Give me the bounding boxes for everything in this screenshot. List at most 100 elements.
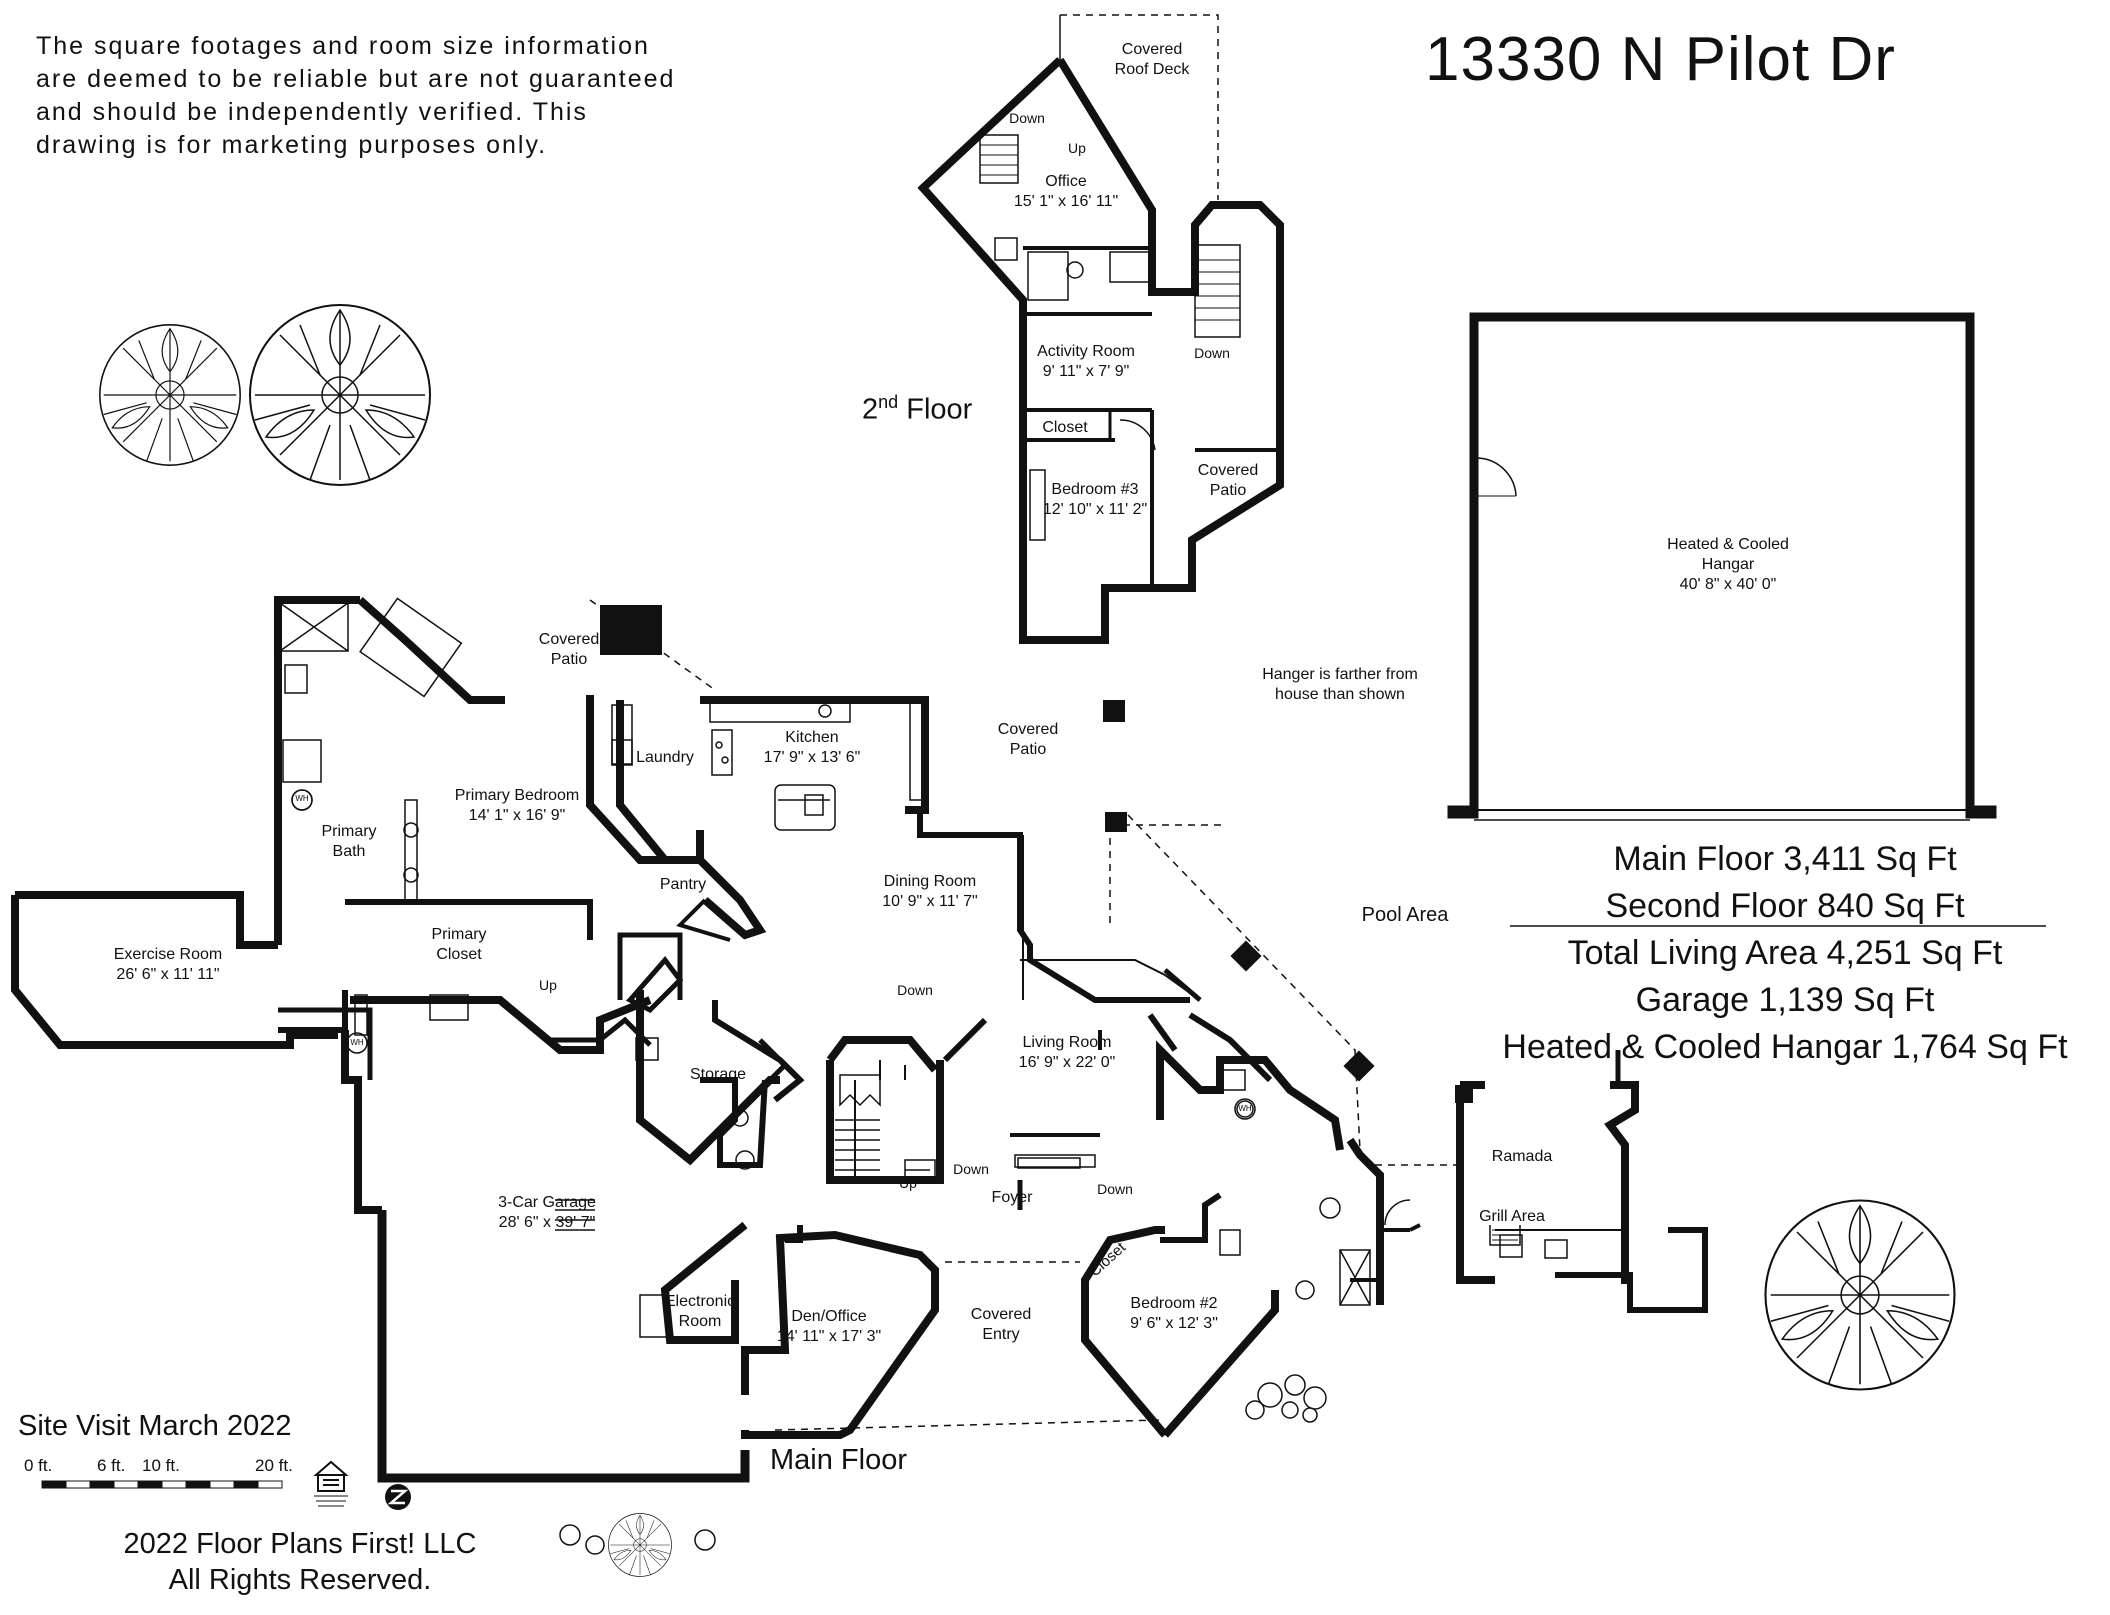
floor-number: 2 [862,393,879,426]
note-line: Hanger is farther from [1262,666,1418,683]
pool-area-label: Pool Area [1361,904,1449,926]
tree-icon [249,304,431,486]
pantry-label: Pantry [659,876,707,893]
room-name: Office [1045,173,1087,190]
covered-entry-label: Covered Entry [971,1305,1031,1345]
disclaimer-text: The square footages and room size inform… [36,30,675,162]
area-garage: Garage 1,139 Sq Ft [1635,981,1935,1019]
room-dimensions: 40' 8" x 40' 0" [1679,576,1777,593]
floor-ordinal: nd [878,392,899,412]
room-name: Patio [1209,482,1247,499]
stair-down-label: Down [1194,345,1230,361]
hangar-note: Hanger is farther from house than shown [1262,665,1418,705]
room-name: Living Room [1022,1034,1112,1051]
room-dimensions: 9' 6" x 12' 3" [1130,1315,1218,1332]
room-name: 3-Car Garage [498,1194,596,1211]
office-label: Office 15' 1" x 16' 11" [1014,172,1118,212]
disclaimer-line: The square footages and room size inform… [36,32,650,60]
room-name: Covered [538,631,600,648]
water-heater-label: WH [295,794,309,803]
equal-housing-logo [313,1460,349,1507]
disclaimer-line: are deemed to be reliable but are not gu… [36,65,676,93]
area-second-floor: Second Floor 840 Sq Ft [1605,887,1965,925]
room-name: Kitchen [785,729,839,746]
room-dimensions: 26' 6" x 11' 11" [116,966,220,983]
room-name: Den/Office [791,1308,867,1325]
tree-icon [1764,1199,1956,1391]
room-dimensions: 16' 9" x 22' 0" [1018,1054,1116,1071]
disclaimer-line: and should be independently verified. Th… [36,98,588,126]
stair-down-label: Down [953,1161,989,1177]
covered-patio-label: Covered Patio [998,720,1058,760]
scale-label-20: 20 ft. [255,1456,293,1475]
primary-bath-label: Primary Bath [321,822,376,862]
stair-up-label: Up [1068,140,1086,156]
stair-up-label: Up [899,1175,917,1191]
scale-label-6: 6 ft. [97,1456,126,1475]
copyright-text: 2022 Floor Plans First! LLC All Rights R… [0,1526,600,1598]
living-room-label: Living Room 16' 9" x 22' 0" [1019,1033,1116,1073]
laundry-label: Laundry [636,749,694,766]
ramada-label: Ramada [1491,1148,1553,1165]
fixtures [279,597,1568,1338]
hangar-walls [1447,312,1997,821]
room-name: Entry [982,1326,1020,1343]
room-dimensions: 15' 1" x 16' 11" [1013,193,1119,210]
room-name: Bedroom #3 [1051,481,1139,498]
room-name: Covered [970,1306,1032,1323]
electronic-room-label: Electronic Room [665,1292,735,1332]
covered-patio-label: Covered Patio [1198,461,1258,501]
main-floor-walls [11,596,1708,1483]
bedroom-3-label: Bedroom #3 12' 10" x 11' 2" [1043,480,1147,520]
stair-down-label: Down [897,982,933,998]
room-name: Room [678,1313,722,1330]
area-main-floor: Main Floor 3,411 Sq Ft [1613,840,1957,878]
room-dimensions: 10' 9" x 11' 7" [882,893,978,910]
water-heater-label: WH [1238,1104,1252,1113]
storage-label: Storage [689,1066,747,1083]
primary-bedroom-label: Primary Bedroom 14' 1" x 16' 9" [455,786,579,826]
hangar-label: Heated & Cooled Hangar 40' 8" x 40' 0" [1667,535,1789,595]
room-dimensions: 14' 1" x 16' 9" [468,807,566,824]
water-heater-icon [291,789,1256,1120]
covered-roof-deck-label: Covered Roof Deck [1115,40,1190,80]
floor-word: Floor [906,393,973,426]
room-name: Roof Deck [1114,61,1190,78]
garage-label: 3-Car Garage 28' 6" x 39' 7" [498,1193,596,1233]
scale-bar [41,1480,283,1489]
primary-closet-label: Primary Closet [431,925,486,965]
stair-down-label: Down [1009,110,1045,126]
room-name: Bedroom #2 [1130,1295,1218,1312]
grill-area-label: Grill Area [1479,1208,1545,1225]
room-dimensions: 9' 11" x 7' 9" [1042,363,1130,380]
room-name: Bath [332,843,366,860]
shrub-icon [608,1513,672,1577]
disclaimer-line: drawing is for marketing purposes only. [36,131,548,159]
room-name: Heated & Cooled [1667,536,1789,553]
north-arrow-icon [385,1484,411,1510]
site-visit-note: Site Visit March 2022 [18,1410,292,1442]
room-name: Exercise Room [113,946,223,963]
closet-label: Closet [1042,419,1088,436]
stair-up-label: Up [539,977,557,993]
bedroom-2-label: Bedroom #2 9' 6" x 12' 3" [1130,1294,1218,1334]
scale-label-0: 0 ft. [24,1456,53,1475]
water-heater-label: WH [350,1038,364,1047]
room-name: Covered [1197,462,1259,479]
room-name: Closet [436,946,482,963]
room-name: Covered [997,721,1059,738]
note-line: house than shown [1275,686,1405,703]
stair-down-label: Down [1097,1181,1133,1197]
room-dimensions: 14' 11" x 17' 3" [776,1328,882,1345]
tree-icon [99,324,241,466]
room-name: Electronic [664,1293,736,1310]
foyer-label: Foyer [991,1189,1033,1206]
area-hangar: Heated & Cooled Hangar 1,764 Sq Ft [1502,1028,2068,1066]
second-floor-walls [917,14,1284,644]
activity-room-label: Activity Room 9' 11" x 7' 9" [1037,342,1135,382]
property-address: 13330 N Pilot Dr [1425,25,1896,94]
room-name: Primary [431,926,487,943]
exercise-room-label: Exercise Room 26' 6" x 11' 11" [114,945,222,985]
room-name: Dining Room [883,873,977,890]
